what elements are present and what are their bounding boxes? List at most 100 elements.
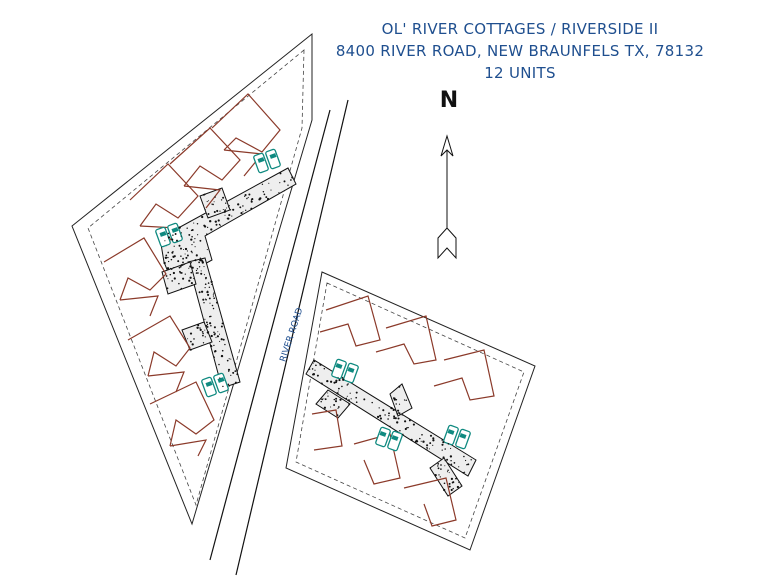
walkway-speck (327, 395, 329, 397)
walkway-speck (426, 446, 428, 449)
walkway-speck (176, 239, 178, 242)
walkway-speck (180, 247, 182, 250)
walkway-speck (173, 245, 175, 247)
walkway-speck (463, 455, 465, 458)
walkway-speck (164, 240, 166, 242)
walkway-speck (210, 228, 213, 231)
walkway-speck (193, 241, 195, 243)
walkway-speck (407, 426, 409, 429)
walkway-speck (462, 471, 465, 474)
walkway-speck (441, 449, 443, 451)
walkway-speck (215, 301, 219, 304)
walkway-texture (163, 172, 472, 492)
walkway-speck (355, 396, 358, 399)
walkway-speck (214, 220, 217, 223)
walkway-speck (213, 201, 215, 203)
walkway-speck (388, 412, 390, 415)
walkway-speck (183, 263, 186, 265)
walkway-speck (210, 280, 213, 283)
walkway-speck (333, 381, 336, 384)
walkway-speck (212, 203, 214, 206)
walkway-speck (220, 338, 223, 341)
river-road-edge-east (235, 99, 349, 576)
walkway-speck (173, 255, 176, 258)
walkway-speck (242, 211, 244, 213)
walkway-speck (234, 381, 237, 384)
walkway-speck (165, 254, 168, 257)
walkway-speck (178, 226, 181, 229)
walkway-speck (190, 271, 193, 274)
walkway-speck (232, 371, 235, 374)
walkway-speck (248, 193, 251, 196)
walkway-speck (261, 183, 264, 185)
walkway-speck (283, 180, 286, 183)
walkway-speck (232, 208, 235, 211)
walkway-speck (167, 251, 170, 254)
walkway-speck (227, 368, 231, 371)
east-walkway (305, 359, 477, 497)
walkway-speck (412, 423, 415, 426)
walkway-speck (319, 363, 322, 366)
walkway-speck (180, 287, 183, 290)
plan-unit-count: 12 UNITS (484, 64, 556, 82)
walkway-speck (228, 205, 230, 207)
walkway-speck (442, 441, 445, 444)
walkway-speck (452, 487, 454, 490)
walkway-speck (202, 332, 204, 335)
walkway-speck (279, 172, 282, 175)
walkway-speck (363, 398, 366, 401)
walkway-speck (182, 248, 185, 251)
walkway-speck (348, 403, 350, 405)
walkway-speck (336, 414, 339, 417)
walkway-speck (244, 209, 247, 212)
walkway-speck (211, 283, 213, 285)
walkway-speck (205, 298, 207, 301)
walkway-speck (186, 250, 188, 252)
walkway-speck (406, 427, 408, 429)
walkway-speck (170, 258, 173, 261)
walkway-speck (197, 324, 200, 327)
walkway-speck (426, 448, 428, 450)
walkway-speck (210, 324, 212, 327)
walkway-speck (180, 235, 182, 237)
walkway-speck (395, 403, 397, 405)
walkway-speck (329, 380, 333, 383)
walkway-speck (220, 199, 223, 201)
walkway-speck (399, 430, 401, 432)
walkway-speck (222, 196, 225, 199)
walkway-speck (199, 239, 202, 242)
walkway-speck (203, 225, 207, 228)
walkway-speck (290, 179, 292, 181)
walkway-speck (448, 485, 451, 488)
walkway-speck (320, 400, 322, 403)
walkway-speck (195, 272, 198, 274)
walkway-speck (410, 438, 413, 442)
walkway-speck (220, 354, 224, 358)
walkway-speck (311, 368, 314, 370)
walkway-speck (320, 382, 323, 385)
walkway-speck (397, 409, 400, 412)
walkway-speck (194, 238, 196, 240)
walkway-speck (227, 383, 230, 386)
walkway-speck (394, 417, 397, 420)
walkway-speck (201, 331, 204, 333)
walkway-speck (221, 322, 224, 325)
walkway-speck (208, 286, 211, 289)
walkway-speck (334, 400, 338, 403)
walkway-speck (191, 235, 193, 238)
walkway-speck (177, 260, 180, 263)
walkway-speck (179, 271, 182, 274)
walkway-speck (229, 209, 232, 211)
walkway-speck (163, 261, 166, 265)
walkway-speck (224, 343, 226, 346)
walkway-speck (211, 304, 214, 307)
walkway-speck (270, 189, 272, 191)
walkway-speck (405, 399, 407, 401)
walkway-speck (347, 383, 349, 385)
walkway-speck (205, 278, 207, 280)
walkway-speck (398, 403, 401, 405)
walkway-speck (347, 399, 350, 402)
walkway-speck (227, 206, 229, 208)
walkway-speck (398, 385, 401, 388)
west-walkway (159, 167, 297, 389)
